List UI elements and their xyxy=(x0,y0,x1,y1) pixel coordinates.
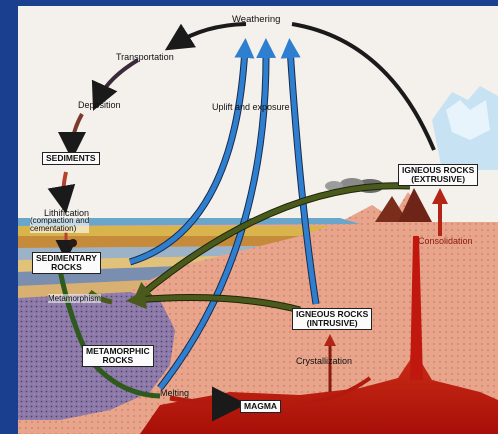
label-compaction: (compaction and cementation) xyxy=(30,217,89,233)
label-crystallization: Crystallization xyxy=(296,356,352,366)
label-consolidation: Consolidation xyxy=(418,236,473,246)
label-melting: Melting xyxy=(160,388,189,398)
box-igneous-extrusive: IGNEOUS ROCKS (EXTRUSIVE) xyxy=(398,164,478,186)
label-transportation: Transportation xyxy=(116,52,174,62)
box-magma: MAGMA xyxy=(240,400,281,413)
box-metamorphic-rocks: METAMORPHIC ROCKS xyxy=(82,345,154,367)
box-sediments: SEDIMENTS xyxy=(42,152,100,165)
label-weathering: Weathering xyxy=(232,14,280,25)
box-sedimentary-rocks: SEDIMENTARY ROCKS xyxy=(32,252,101,274)
label-metamorphism: Metamorphism xyxy=(48,294,101,303)
label-deposition: Deposition xyxy=(78,100,121,110)
box-igneous-intrusive: IGNEOUS ROCKS (INTRUSIVE) xyxy=(292,308,372,330)
label-uplift-and-exposure: Uplift and exposure xyxy=(212,102,290,112)
